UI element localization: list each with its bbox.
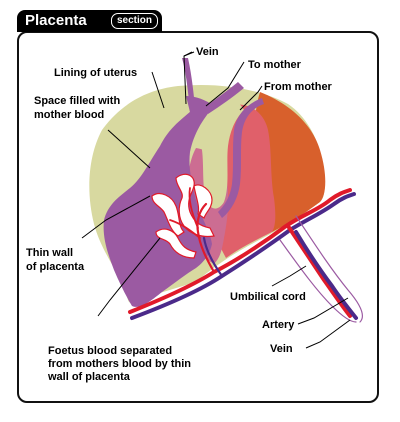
foetal-vessels xyxy=(128,187,363,323)
leader-foetus xyxy=(97,237,161,317)
villus-lower xyxy=(155,228,197,259)
section-badge: section xyxy=(111,13,159,29)
label-vein-top: Vein xyxy=(196,46,219,58)
label-space-line-1: Space filled with xyxy=(34,95,120,107)
label-umbilical-cord: Umbilical cord xyxy=(230,291,306,303)
label-thin-wall-line-2: of placenta xyxy=(26,261,85,273)
artery-branch-2 xyxy=(169,219,201,239)
label-space-line-2: mother blood xyxy=(34,109,104,121)
to-mother-channel xyxy=(204,82,244,114)
label-foetus-line-2: from mothers blood by thin xyxy=(48,358,191,370)
label-vein-bottom: Vein xyxy=(270,343,293,355)
label-artery: Artery xyxy=(262,319,295,331)
artery-vessel xyxy=(128,188,352,314)
diagram-title: Placenta xyxy=(25,12,87,29)
artery-branch-3 xyxy=(188,187,199,229)
umbilical-cord-outline xyxy=(295,215,363,323)
label-to-mother: To mother xyxy=(248,59,302,71)
vein-branch xyxy=(202,236,224,278)
vein-vessel-cord xyxy=(294,230,358,320)
villus-left xyxy=(151,193,185,237)
uterine-vein-channel xyxy=(166,58,196,144)
label-lining-of-uterus: Lining of uterus xyxy=(54,67,137,79)
leader-from-mother xyxy=(239,85,263,111)
villus-right xyxy=(193,184,213,219)
leader-to-mother xyxy=(205,61,245,107)
leader-lines xyxy=(81,51,351,349)
title-tab xyxy=(17,10,162,32)
artery-branch xyxy=(196,202,216,274)
from-mother-channel xyxy=(218,98,264,218)
leader-vein-bottom xyxy=(305,319,351,349)
leader-umbilical xyxy=(271,265,307,287)
label-foetus-line-3: wall of placenta xyxy=(47,371,131,383)
label-foetus-line-1: Foetus blood separated xyxy=(48,345,172,357)
artery-vessel-cord xyxy=(286,224,352,318)
label-thin-wall-line-1: Thin wall xyxy=(26,247,73,259)
leader-lining xyxy=(151,71,165,109)
leader-artery xyxy=(297,297,349,325)
label-from-mother: From mother xyxy=(264,81,333,93)
leader-space xyxy=(107,129,151,169)
vein-vessel xyxy=(130,192,356,320)
uterus-lining-strip xyxy=(196,95,244,209)
leader-vein-top-path xyxy=(183,51,193,105)
placental-villi xyxy=(151,173,215,259)
leader-thin-wall xyxy=(81,195,151,239)
